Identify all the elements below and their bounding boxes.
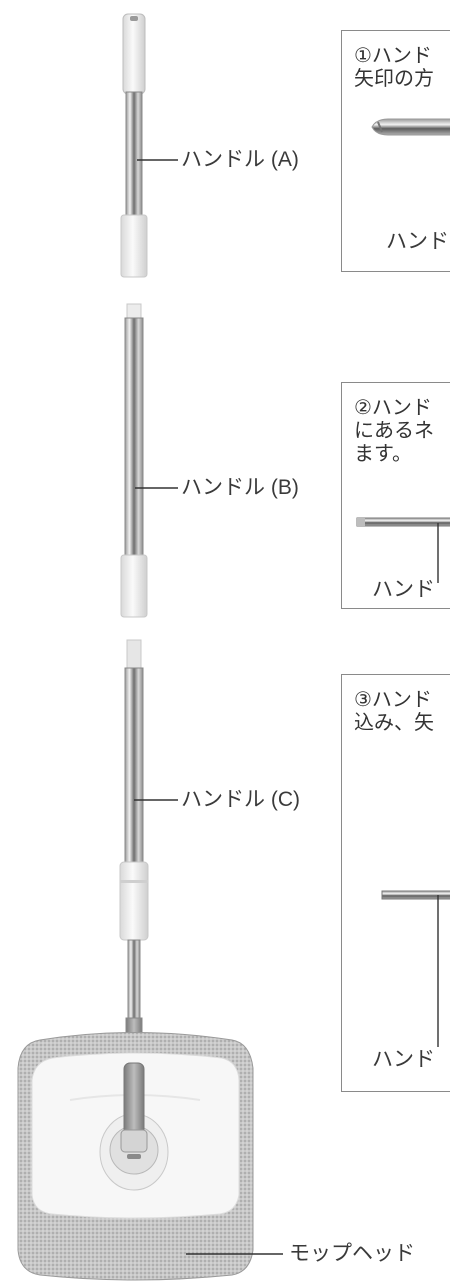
handle-c-image [119, 639, 149, 1039]
step-3-caption: ハンド [372, 1048, 435, 1071]
handle-b-label: ハンドル (B) [181, 476, 299, 499]
step-1-text: ①ハンド 矢印の方 [354, 45, 434, 90]
handle-a-label: ハンドル (A) [181, 148, 299, 171]
handle-a-image [120, 13, 148, 278]
step-2-caption: ハンド [372, 578, 435, 601]
step-2-box: ②ハンド にあるネ ます。 ハンド [341, 382, 450, 609]
mop-head-image [17, 1032, 254, 1281]
mop-head-label: モップヘッド [289, 1242, 415, 1265]
step-1-handle-image [371, 118, 450, 136]
step-1-box: ①ハンド 矢印の方 ハンド [341, 30, 450, 272]
step-3-handle-image [381, 890, 450, 1047]
step-1-caption: ハンド [386, 230, 449, 253]
handle-c-label: ハンドル (C) [181, 788, 300, 811]
step-2-handle-image [356, 517, 450, 583]
step-2-text: ②ハンド にあるネ ます。 [354, 397, 434, 465]
step-3-text: ③ハンド 込み、矢 [354, 689, 434, 734]
handle-b-image [120, 303, 148, 618]
step-3-box: ③ハンド 込み、矢 ハンド [341, 674, 450, 1092]
